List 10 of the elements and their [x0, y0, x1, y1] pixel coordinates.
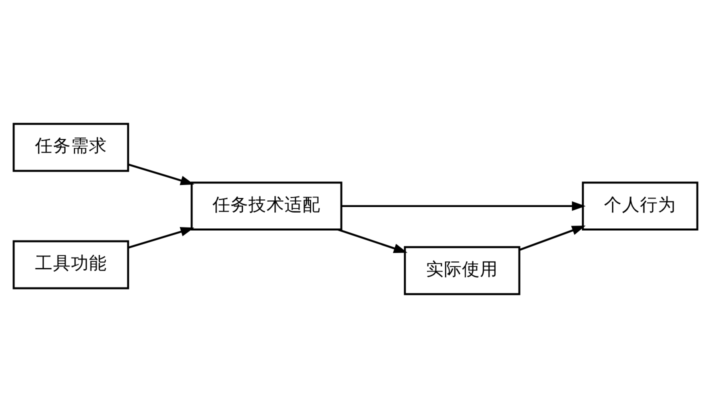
arrow	[128, 227, 194, 249]
arrow	[338, 228, 408, 253]
arrow	[128, 164, 194, 186]
node-box: 任务需求	[12, 122, 130, 172]
node-box: 工具功能	[12, 240, 130, 290]
node-box: 任务技术适配	[190, 182, 342, 231]
arrow	[519, 226, 586, 251]
node-box: 个人行为	[582, 182, 698, 231]
arrow	[341, 201, 586, 211]
node-box: 实际使用	[404, 246, 520, 296]
